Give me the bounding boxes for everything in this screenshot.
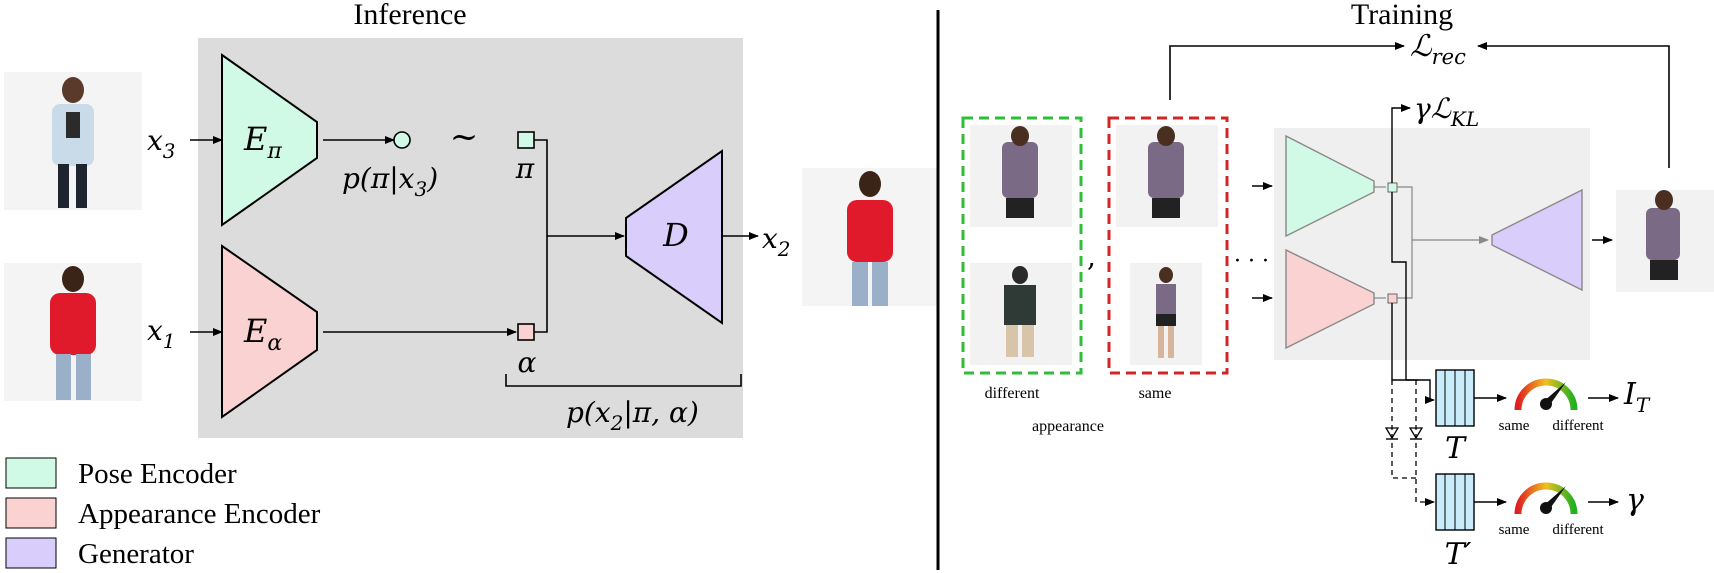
photo-different-top	[970, 125, 1072, 227]
photo-different-bottom	[970, 263, 1072, 365]
training-title: Training	[1351, 0, 1453, 31]
photo-same-top	[1116, 125, 1218, 227]
output-IT-label: IT	[1623, 377, 1651, 417]
kl-branch-line	[1391, 104, 1411, 183]
likelihood-label: p(x2|π, α)	[566, 396, 699, 435]
legend-label-generator: Generator	[78, 538, 194, 570]
gauge-icon	[1514, 482, 1578, 515]
transformer-T	[1435, 369, 1475, 427]
inference-title: Inference	[353, 0, 466, 31]
output-x2-label: x2	[762, 222, 791, 261]
loss-rec-label: ℒrec	[1410, 29, 1466, 69]
appearance-encoder-label: Eα	[243, 312, 282, 356]
input-x1-label: x1	[147, 314, 176, 353]
train-pose-encoder	[1285, 134, 1375, 238]
legend: Pose Encoder Appearance Encoder Generato…	[5, 457, 321, 570]
gauge1-different-label: different	[1552, 418, 1604, 434]
train-pose-latent	[1387, 182, 1398, 193]
photo-x3	[4, 72, 142, 210]
gauge2-same-label: same	[1499, 522, 1530, 538]
stop-gradient-icon	[1384, 427, 1424, 440]
likelihood-bracket	[505, 374, 742, 387]
pose-encoder	[221, 53, 318, 227]
pose-prior-label: p(π|x3)	[342, 162, 438, 201]
legend-swatch-pose	[5, 457, 57, 489]
decoder-label: D	[662, 216, 689, 254]
train-appearance-latent	[1387, 293, 1398, 304]
train-merge-connector	[1397, 186, 1413, 299]
train-appearance-encoder	[1285, 248, 1375, 350]
transformer-T-prime	[1435, 473, 1475, 531]
gauge-icon	[1514, 378, 1578, 411]
route-app-to-T	[1391, 303, 1435, 404]
legend-label-pose: Pose Encoder	[78, 458, 237, 490]
pair-different-label: different	[985, 385, 1040, 402]
route-dashed-pose	[1391, 380, 1418, 479]
gauge2-different-label: different	[1552, 522, 1604, 538]
pair-same-label: same	[1139, 385, 1172, 402]
rec-loss-arrow-left	[1169, 42, 1405, 100]
rec-loss-arrow-right	[1477, 42, 1670, 168]
pair-appearance-label: appearance	[1032, 418, 1104, 435]
transformer-T-label: T	[1445, 431, 1467, 466]
pi-label: π	[515, 152, 535, 185]
pair-different-box	[961, 116, 1083, 375]
route-dashed-app	[1415, 380, 1435, 506]
legend-swatch-appearance	[5, 497, 57, 529]
pose-encoder-label: Eπ	[243, 120, 282, 164]
pair-same-box	[1107, 116, 1229, 375]
photo-x1	[4, 263, 142, 401]
alpha-latent	[517, 323, 535, 341]
legend-label-appearance: Appearance Encoder	[78, 498, 321, 530]
route-pose-to-T	[1391, 192, 1407, 380]
train-decoder	[1491, 188, 1583, 292]
pi-latent	[517, 131, 535, 149]
decoder	[625, 149, 723, 325]
loss-kl-label: γℒKL	[1414, 92, 1479, 131]
photo-x2	[802, 168, 938, 306]
appearance-encoder	[221, 244, 318, 419]
pair-separator-comma: ,	[1087, 240, 1096, 273]
photo-train-output	[1616, 190, 1714, 292]
alpha-label: α	[518, 346, 537, 379]
gauge1-same-label: same	[1499, 418, 1530, 434]
legend-swatch-generator	[5, 537, 57, 569]
sampling-tilde: ~	[450, 117, 479, 157]
transformer-T-prime-label: T′	[1445, 537, 1472, 572]
photo-same-bottom	[1130, 263, 1202, 365]
pose-dist-node	[393, 131, 411, 149]
output-gamma-label: γ	[1626, 483, 1644, 518]
ellipsis: · · ·	[1234, 249, 1269, 274]
input-x3-label: x3	[147, 124, 176, 163]
